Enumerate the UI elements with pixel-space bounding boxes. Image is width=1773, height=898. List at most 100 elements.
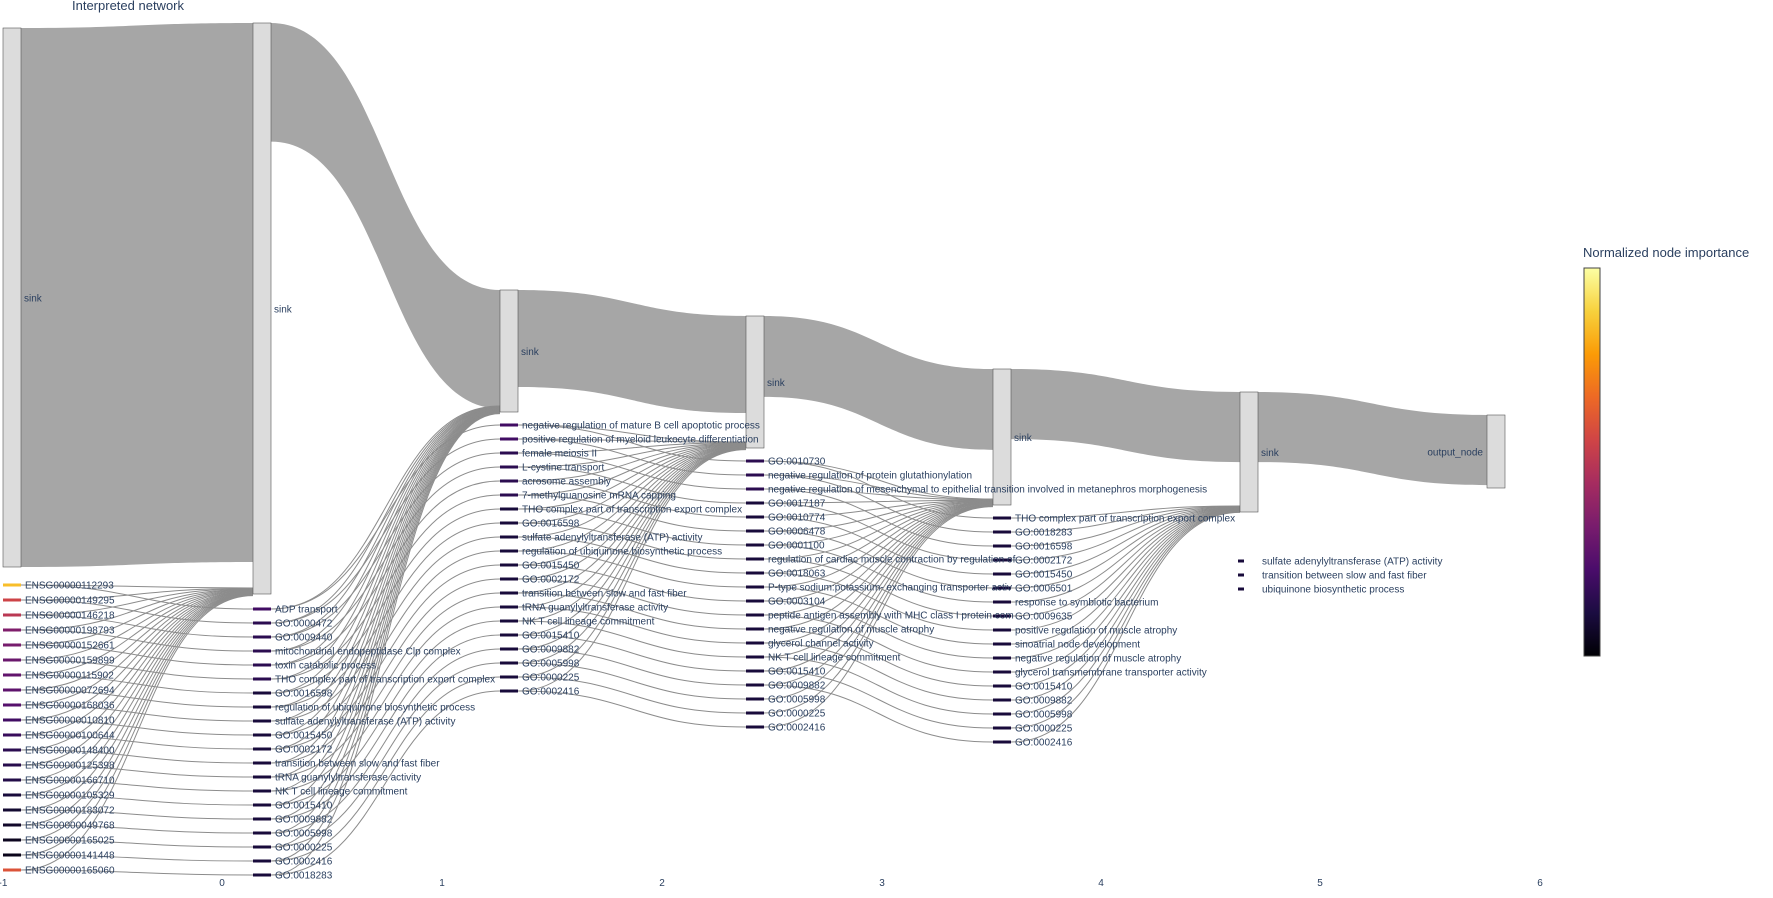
feature-node[interactable] [253,831,271,835]
feature-node[interactable] [3,673,21,677]
feature-node[interactable] [993,726,1011,730]
feature-node[interactable] [746,529,764,533]
feature-node[interactable] [253,747,271,751]
feature-node[interactable] [993,670,1011,674]
feature-node[interactable] [746,459,764,463]
feature-node[interactable] [993,642,1011,646]
feature-node[interactable] [3,598,21,602]
feature-node[interactable] [746,543,764,547]
feature-node[interactable] [253,607,271,611]
feature-node[interactable] [500,689,518,693]
feature-node[interactable] [993,628,1011,632]
feature-node[interactable] [3,793,21,797]
feature-node[interactable] [993,600,1011,604]
feature-node[interactable] [746,641,764,645]
feature-node[interactable] [253,621,271,625]
sink-node[interactable] [992,368,1012,506]
feature-node[interactable] [993,586,1011,590]
feature-node[interactable] [746,669,764,673]
output-node[interactable] [1486,414,1506,489]
feature-node[interactable] [500,479,518,483]
feature-node[interactable] [500,577,518,581]
feature-node[interactable] [746,683,764,687]
feature-node[interactable] [3,643,21,647]
feature-node[interactable] [993,698,1011,702]
feature-node[interactable] [3,763,21,767]
feature-node[interactable] [253,635,271,639]
feature-node[interactable] [746,571,764,575]
feature-node[interactable] [500,661,518,665]
feature-node[interactable] [500,507,518,511]
feature-node[interactable] [993,614,1011,618]
feature-node[interactable] [253,803,271,807]
feature-node[interactable] [253,649,271,653]
feature-node[interactable] [500,563,518,567]
feature-node[interactable] [500,437,518,441]
feature-node[interactable] [253,733,271,737]
sink-node[interactable] [2,27,22,568]
feature-node[interactable] [3,613,21,617]
feature-node[interactable] [746,725,764,729]
feature-node[interactable] [1238,573,1244,577]
feature-node[interactable] [253,873,271,877]
feature-node[interactable] [500,535,518,539]
feature-node[interactable] [3,778,21,782]
feature-node[interactable] [993,558,1011,562]
feature-node[interactable] [500,647,518,651]
feature-node[interactable] [746,557,764,561]
feature-node[interactable] [746,697,764,701]
feature-node[interactable] [3,823,21,827]
feature-node[interactable] [993,530,1011,534]
sink-node[interactable] [252,22,272,595]
feature-node[interactable] [993,544,1011,548]
feature-node[interactable] [253,817,271,821]
feature-node[interactable] [253,761,271,765]
feature-node[interactable] [993,740,1011,744]
feature-node[interactable] [993,712,1011,716]
feature-node[interactable] [500,605,518,609]
feature-node[interactable] [746,515,764,519]
feature-node[interactable] [3,733,21,737]
feature-node[interactable] [746,627,764,631]
feature-node[interactable] [500,619,518,623]
feature-node[interactable] [993,684,1011,688]
feature-node[interactable] [746,711,764,715]
feature-node[interactable] [3,718,21,722]
sink-node[interactable] [745,315,765,449]
feature-node[interactable] [3,838,21,842]
feature-node[interactable] [746,473,764,477]
feature-node[interactable] [500,591,518,595]
feature-node[interactable] [253,789,271,793]
feature-node[interactable] [253,845,271,849]
feature-node[interactable] [253,663,271,667]
feature-node[interactable] [746,487,764,491]
feature-node[interactable] [500,465,518,469]
feature-node[interactable] [993,572,1011,576]
feature-node[interactable] [1238,559,1244,563]
feature-node[interactable] [500,423,518,427]
feature-node[interactable] [500,633,518,637]
feature-node[interactable] [253,705,271,709]
feature-node[interactable] [993,656,1011,660]
feature-node[interactable] [746,613,764,617]
feature-node[interactable] [500,521,518,525]
feature-node[interactable] [3,868,21,872]
feature-node[interactable] [3,583,21,587]
feature-node[interactable] [253,677,271,681]
feature-node[interactable] [746,585,764,589]
feature-node[interactable] [500,675,518,679]
feature-node[interactable] [746,599,764,603]
feature-node[interactable] [3,808,21,812]
feature-node[interactable] [500,493,518,497]
feature-node[interactable] [3,658,21,662]
feature-node[interactable] [3,628,21,632]
feature-node[interactable] [253,859,271,863]
feature-node[interactable] [993,516,1011,520]
feature-node[interactable] [746,655,764,659]
feature-node[interactable] [253,691,271,695]
feature-node[interactable] [500,451,518,455]
feature-node[interactable] [3,853,21,857]
sink-node[interactable] [499,289,519,413]
feature-node[interactable] [253,775,271,779]
feature-node[interactable] [746,501,764,505]
